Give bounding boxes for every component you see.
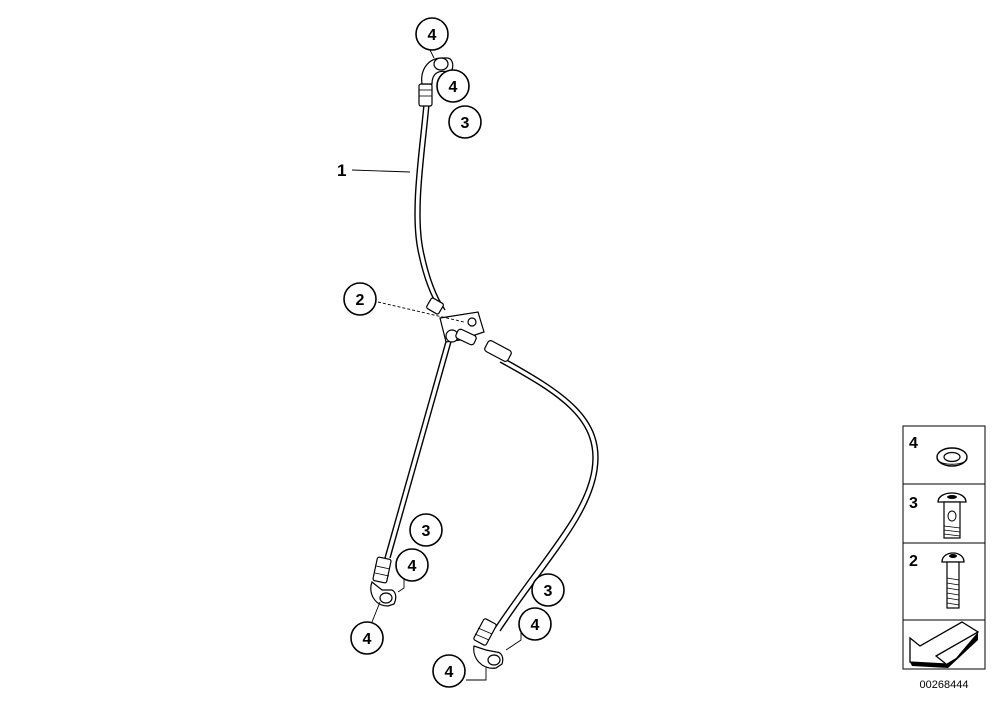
callout-left-bolt: 3 xyxy=(409,513,443,547)
svg-text:3: 3 xyxy=(461,115,470,132)
junction-bracket xyxy=(426,297,512,362)
legend-row-screw: 2 xyxy=(909,552,965,609)
svg-text:3: 3 xyxy=(544,583,553,600)
arrow-icon xyxy=(909,621,980,668)
callout-bracket: 2 xyxy=(343,282,377,316)
top-hose-fitting xyxy=(418,57,454,107)
callout-right-washer-b: 4 xyxy=(432,654,466,688)
leader-lines xyxy=(351,49,522,681)
callout-top-bolt: 3 xyxy=(448,105,482,139)
diagram-id: 00268444 xyxy=(920,679,969,691)
callout-right-bolt: 3 xyxy=(531,573,565,607)
left-hose-fitting xyxy=(370,556,397,607)
callout-top-washer-b: 4 xyxy=(436,69,470,103)
legend-row-washer: 4 xyxy=(909,435,968,467)
svg-text:2: 2 xyxy=(356,292,365,309)
brake-hose-assembly xyxy=(384,103,599,632)
svg-text:3: 3 xyxy=(909,495,918,512)
svg-text:4: 4 xyxy=(909,435,918,452)
callout-left-washer-b: 4 xyxy=(350,621,384,655)
callout-1: 1 xyxy=(337,161,346,180)
svg-text:4: 4 xyxy=(449,79,458,96)
banjo-bolt-icon xyxy=(937,492,967,539)
callout-right-washer-a: 4 xyxy=(518,607,552,641)
svg-text:4: 4 xyxy=(445,664,454,681)
svg-text:4: 4 xyxy=(363,631,372,648)
parts-legend: 4 3 2 xyxy=(902,425,986,670)
svg-text:4: 4 xyxy=(531,617,540,634)
svg-text:3: 3 xyxy=(422,523,431,540)
screw-icon xyxy=(941,552,965,609)
washer-icon xyxy=(936,447,968,467)
legend-row-arrow xyxy=(909,621,980,668)
callout-top-washer-a: 4 xyxy=(415,17,449,51)
legend-row-banjo-bolt: 3 xyxy=(909,492,967,539)
svg-text:2: 2 xyxy=(909,553,918,570)
right-hose-fitting xyxy=(473,618,504,669)
svg-text:4: 4 xyxy=(408,558,417,575)
svg-text:4: 4 xyxy=(428,27,437,44)
callout-left-washer-a: 4 xyxy=(395,548,429,582)
svg-text:1: 1 xyxy=(337,161,346,180)
